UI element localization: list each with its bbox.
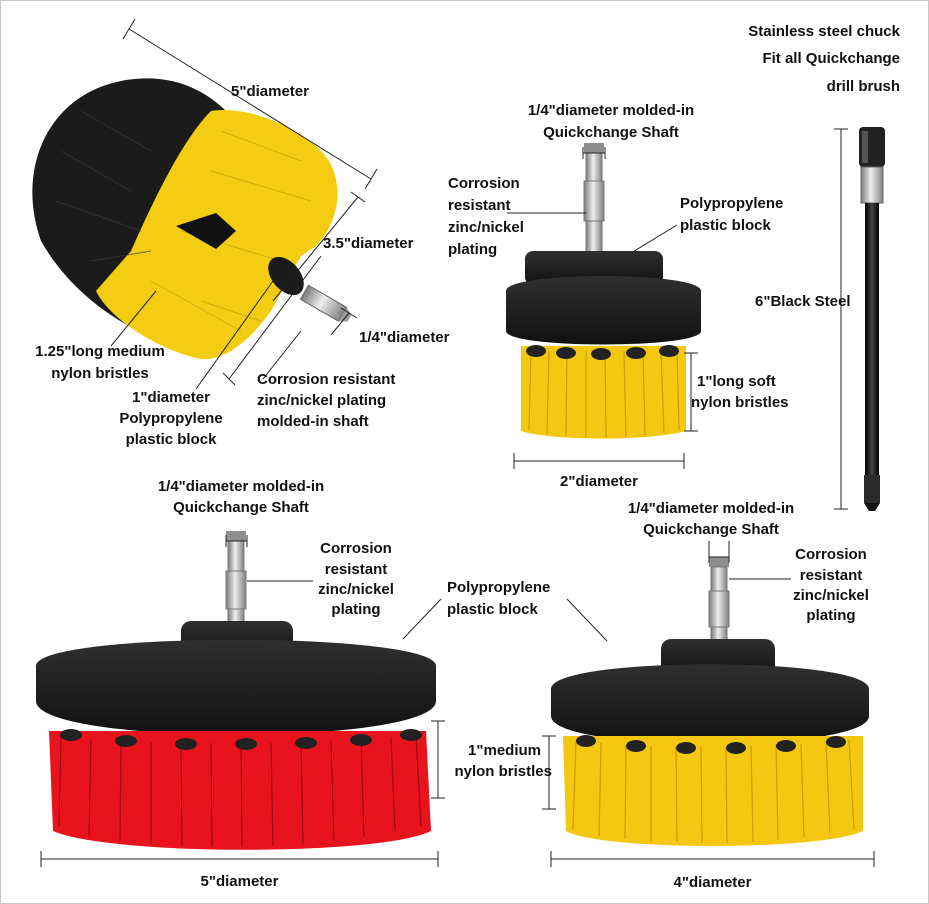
cyl-shaft-line-2: zinc/nickel plating [257,392,387,409]
small-shaft-line-2: Quickchange Shaft [543,124,679,141]
small-corrosion-line-3: zinc/nickel [448,219,524,236]
small-block-line-1: Polypropylene [680,195,784,212]
mid-corrosion-line-1: Corrosion [795,546,867,563]
mid-bristles-line-1: 1"medium [468,742,541,759]
big-block-line-2: plastic block [447,601,538,618]
small-diameter-label: 2"diameter [560,473,638,490]
big-shaft-line-2: Quickchange Shaft [173,499,309,516]
small-block-line-2: plastic block [680,217,771,234]
small-bristles-line-1: 1"long soft [697,373,776,390]
chuck-label-line-2: Fit all Quickchange [762,50,900,67]
mid-corrosion-line-3: zinc/nickel [793,587,869,604]
cyl-block-line-2: Polypropylene [119,410,223,427]
small-brush [506,143,701,439]
big-diameter-label: 5"diameter [200,873,279,890]
small-corrosion-line-1: Corrosion [448,175,520,192]
cyl-bristles-line-2: nylon bristles [51,365,149,382]
big-block-line-1: Polypropylene [447,579,551,596]
big-shaft-line-1: 1/4"diameter molded-in [157,478,325,495]
leader-lines [40,18,875,867]
chuck-label-line-3: drill brush [826,78,900,95]
big-corrosion-line-2: resistant [324,561,388,578]
cylinder-brush [32,78,352,360]
big-corrosion-line-4: plating [331,601,381,618]
cyl-block-line-3: plastic block [125,431,217,448]
small-bristles-line-2: nylon bristles [691,394,789,411]
extension-rod [859,127,885,511]
cyl-block-line-1: 1"diameter [132,389,210,406]
small-corrosion-line-4: plating [448,241,498,258]
chuck-label-line-1: Stainless steel chuck [748,23,900,40]
cyl-diameter-5-label: 5"diameter [231,83,309,100]
big-corrosion-line-1: Corrosion [320,540,392,557]
cyl-shaft-line-3: molded-in shaft [257,413,369,430]
big-red-brush [36,531,436,850]
mid-shaft-line-1: 1/4"diameter molded-in [627,500,795,517]
mid-diameter-label: 4"diameter [673,874,752,891]
small-corrosion-line-2: resistant [448,197,511,214]
mid-yellow-brush [551,557,869,846]
mid-corrosion-line-4: plating [806,607,856,624]
cyl-shaft-line-1: Corrosion resistant [257,371,396,388]
mid-shaft-line-2: Quickchange Shaft [643,521,779,538]
cyl-diameter-35-label: 3.5"diameter [323,235,414,252]
mid-corrosion-line-2: resistant [799,567,863,584]
cyl-bristles-line-1: 1.25"long medium [35,343,165,360]
small-shaft-line-1: 1/4"diameter molded-in [527,102,695,119]
black-steel-label: 6"Black Steel [755,293,851,310]
cyl-diameter-14-label: 1/4"diameter [359,329,450,346]
mid-bristles-line-2: nylon bristles [454,763,552,780]
big-corrosion-line-3: zinc/nickel [318,581,394,598]
